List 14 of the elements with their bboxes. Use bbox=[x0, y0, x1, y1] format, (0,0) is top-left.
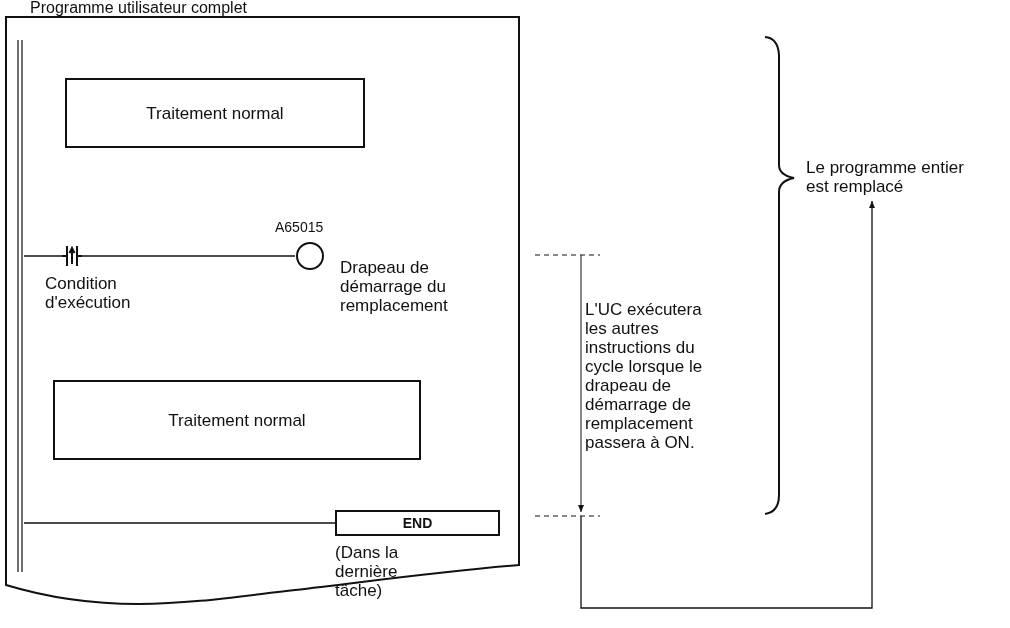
rung-line bbox=[23, 522, 336, 524]
annotation-text: Le programme entier est remplacé bbox=[806, 158, 976, 200]
rung-line bbox=[23, 255, 63, 257]
arrow bbox=[580, 200, 875, 609]
rung-line bbox=[81, 255, 296, 257]
coil-label: Drapeau de démarrage du remplacement bbox=[340, 258, 449, 315]
note-text: L'UC exécutera les autres instructions du cycle lorsque le drapeau de démarrage de remplacement passera à ON. bbox=[585, 300, 704, 452]
heading: Programme utilisateur complet bbox=[30, 0, 247, 17]
instruction-label: (Dans la dernière tâche) bbox=[335, 543, 400, 600]
process-box: Traitement normal bbox=[53, 380, 421, 460]
process-box: Traitement normal bbox=[65, 78, 365, 148]
address-label: A65015 bbox=[275, 218, 325, 237]
end-instruction-box: END bbox=[335, 510, 500, 536]
contact-label: Condition d'exécution bbox=[45, 274, 132, 312]
